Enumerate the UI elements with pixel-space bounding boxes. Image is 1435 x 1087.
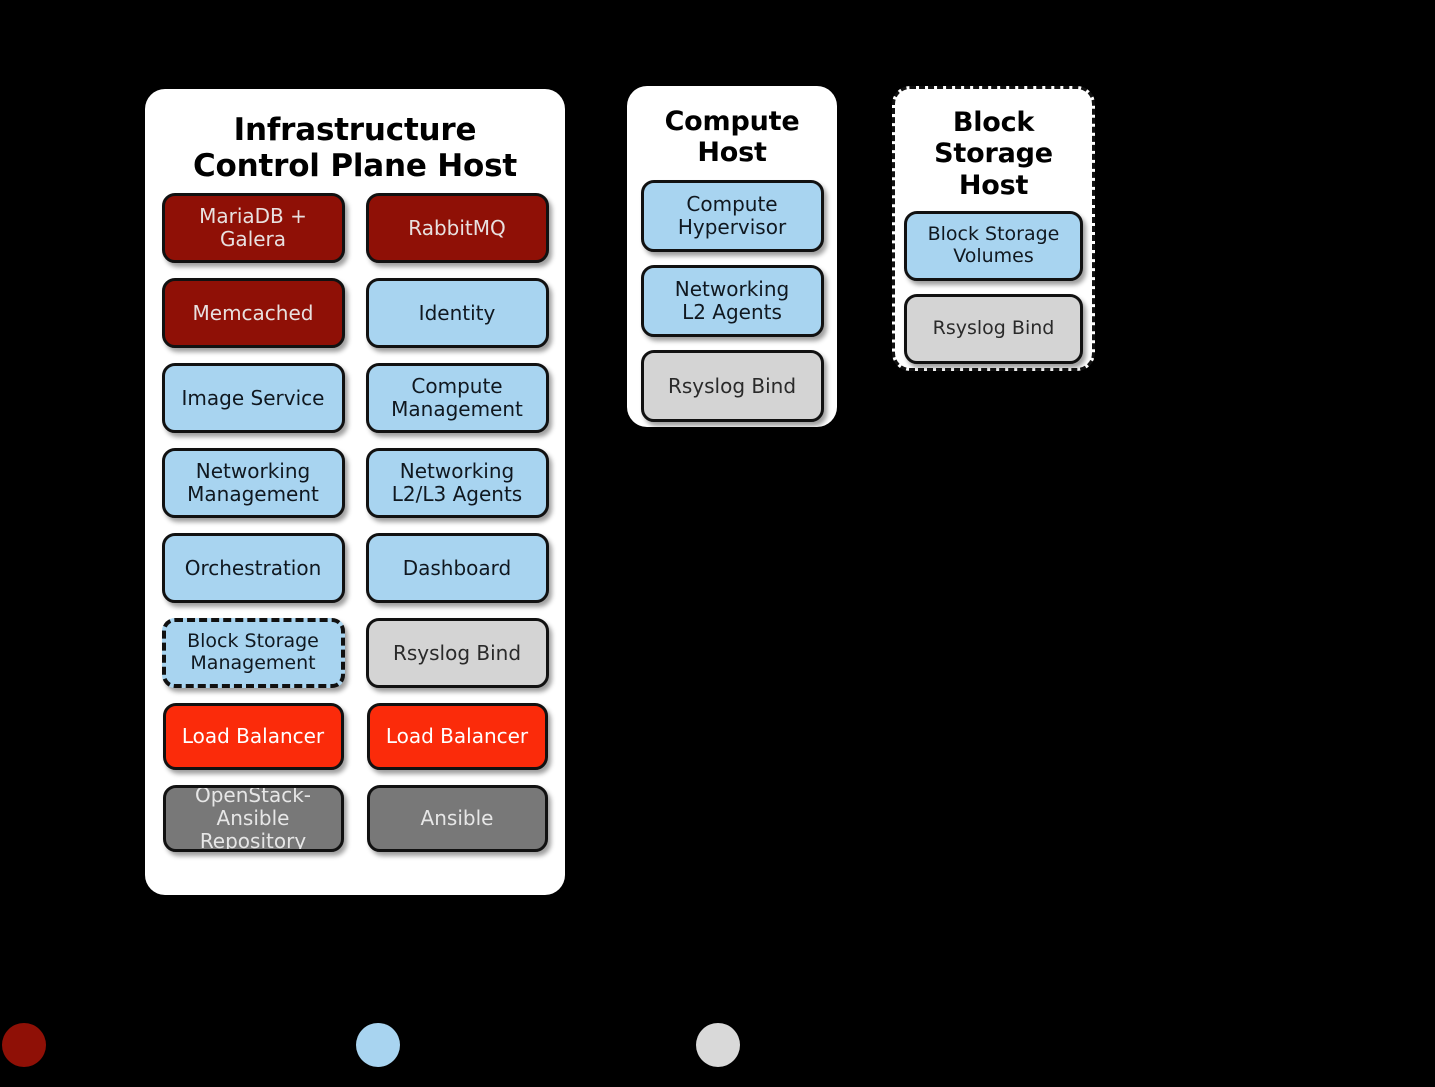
service-label: Compute Hypervisor	[677, 192, 787, 239]
host-title-line-2: Control Plane Host	[192, 147, 517, 184]
service-label: Compute Management	[391, 374, 523, 421]
host-title-line-1: Compute	[664, 106, 800, 137]
service-row: Rsyslog Bind	[640, 350, 824, 422]
service-box-rsyslog-bind-storage[interactable]: Rsyslog Bind	[904, 294, 1083, 364]
service-box-rsyslog-bind[interactable]: Rsyslog Bind	[365, 618, 549, 688]
service-label: OpenStack- Ansible Repository	[194, 785, 311, 852]
service-row: Compute Hypervisor	[640, 180, 824, 252]
service-label: Orchestration	[184, 555, 322, 580]
service-label: MariaDB + Galera	[199, 204, 307, 251]
service-label: RabbitMQ	[408, 215, 506, 240]
service-row: Networking Management Networking L2/L3 A…	[161, 448, 549, 518]
service-grid-block-storage-host: Block Storage Volumes Rsyslog Bind	[904, 211, 1083, 364]
service-box-dashboard[interactable]: Dashboard	[365, 533, 549, 603]
host-title-line-2: Storage	[934, 138, 1053, 170]
legend-item-light-gray[interactable]	[696, 1023, 754, 1067]
service-row: Load Balancer Load Balancer	[162, 703, 548, 770]
legend-swatch-dark-red	[2, 1023, 46, 1067]
service-label: Load Balancer	[385, 724, 529, 749]
legend-swatch-light-gray	[696, 1023, 740, 1067]
service-row: MariaDB + Galera RabbitMQ	[161, 193, 549, 263]
service-label: Networking L2/L3 Agents	[391, 459, 523, 506]
service-box-rsyslog-bind-compute[interactable]: Rsyslog Bind	[640, 350, 824, 422]
host-title-infrastructure-control-plane-host: Infrastructure Control Plane Host	[193, 105, 517, 193]
host-title-line-1: Block	[952, 107, 1035, 138]
host-title-line-3: Host	[958, 169, 1029, 201]
service-box-networking-management[interactable]: Networking Management	[161, 448, 345, 518]
host-title-line-1: Infrastructure	[233, 112, 477, 148]
service-box-block-storage-volumes[interactable]: Block Storage Volumes	[904, 211, 1083, 281]
legend-item-dark-red[interactable]	[2, 1023, 60, 1067]
host-panel-block-storage-host[interactable]: Block Storage Host Block Storage Volumes…	[892, 86, 1095, 371]
service-box-load-balancer-1[interactable]: Load Balancer	[162, 703, 344, 770]
host-title-block-storage-host: Block Storage Host	[934, 101, 1053, 211]
service-box-rabbitmq[interactable]: RabbitMQ	[365, 193, 549, 263]
service-box-networking-l2-l3-agents[interactable]: Networking L2/L3 Agents	[365, 448, 549, 518]
service-label: Block Storage Management	[187, 630, 319, 674]
service-box-networking-l2-agents[interactable]: Networking L2 Agents	[640, 265, 824, 337]
service-label: Image Service	[181, 385, 325, 410]
service-box-compute-management[interactable]: Compute Management	[365, 363, 549, 433]
service-box-orchestration[interactable]: Orchestration	[161, 533, 345, 603]
service-label: Memcached	[192, 300, 314, 325]
service-box-identity[interactable]: Identity	[365, 278, 549, 348]
service-label: Block Storage Volumes	[927, 223, 1060, 267]
service-label: Rsyslog Bind	[667, 373, 797, 398]
legend-item-light-blue[interactable]	[356, 1023, 414, 1067]
host-title-compute-host: Compute Host	[665, 100, 800, 180]
service-box-mariadb-galera[interactable]: MariaDB + Galera	[161, 193, 345, 263]
service-grid-compute-host: Compute Hypervisor Networking L2 Agents …	[640, 180, 824, 422]
service-label: Ansible	[420, 806, 494, 831]
service-label: Rsyslog Bind	[932, 317, 1055, 340]
legend-swatch-light-blue	[356, 1023, 400, 1067]
host-panel-infrastructure-control-plane-host[interactable]: Infrastructure Control Plane Host MariaD…	[145, 89, 565, 895]
service-label: Networking Management	[187, 459, 319, 506]
service-row: Image Service Compute Management	[161, 363, 549, 433]
service-row: Orchestration Dashboard	[161, 533, 549, 603]
service-label: Networking L2 Agents	[674, 277, 790, 324]
service-box-image-service[interactable]: Image Service	[161, 363, 345, 433]
host-panel-compute-host[interactable]: Compute Host Compute Hypervisor Networki…	[627, 86, 837, 427]
service-box-memcached[interactable]: Memcached	[161, 278, 345, 348]
service-row: Rsyslog Bind	[904, 294, 1083, 364]
service-box-load-balancer-2[interactable]: Load Balancer	[366, 703, 548, 770]
service-label: Dashboard	[402, 555, 512, 580]
service-label: Load Balancer	[181, 724, 325, 749]
service-row: Networking L2 Agents	[640, 265, 824, 337]
service-box-openstack-ansible-repository[interactable]: OpenStack- Ansible Repository	[162, 785, 344, 852]
service-label: Rsyslog Bind	[392, 640, 522, 665]
service-box-block-storage-management[interactable]: Block Storage Management	[161, 618, 345, 688]
service-row: Block Storage Volumes	[904, 211, 1083, 281]
service-row: Memcached Identity	[161, 278, 549, 348]
service-row: Block Storage Management Rsyslog Bind	[161, 618, 549, 688]
service-grid-infrastructure-control-plane-host: MariaDB + Galera RabbitMQ Memcached Iden…	[161, 193, 549, 852]
legend	[0, 1010, 1435, 1087]
service-box-compute-hypervisor[interactable]: Compute Hypervisor	[640, 180, 824, 252]
service-row: OpenStack- Ansible Repository Ansible	[162, 785, 548, 852]
service-label: Identity	[418, 300, 496, 325]
host-title-line-2: Host	[697, 137, 767, 169]
service-box-ansible[interactable]: Ansible	[366, 785, 548, 852]
